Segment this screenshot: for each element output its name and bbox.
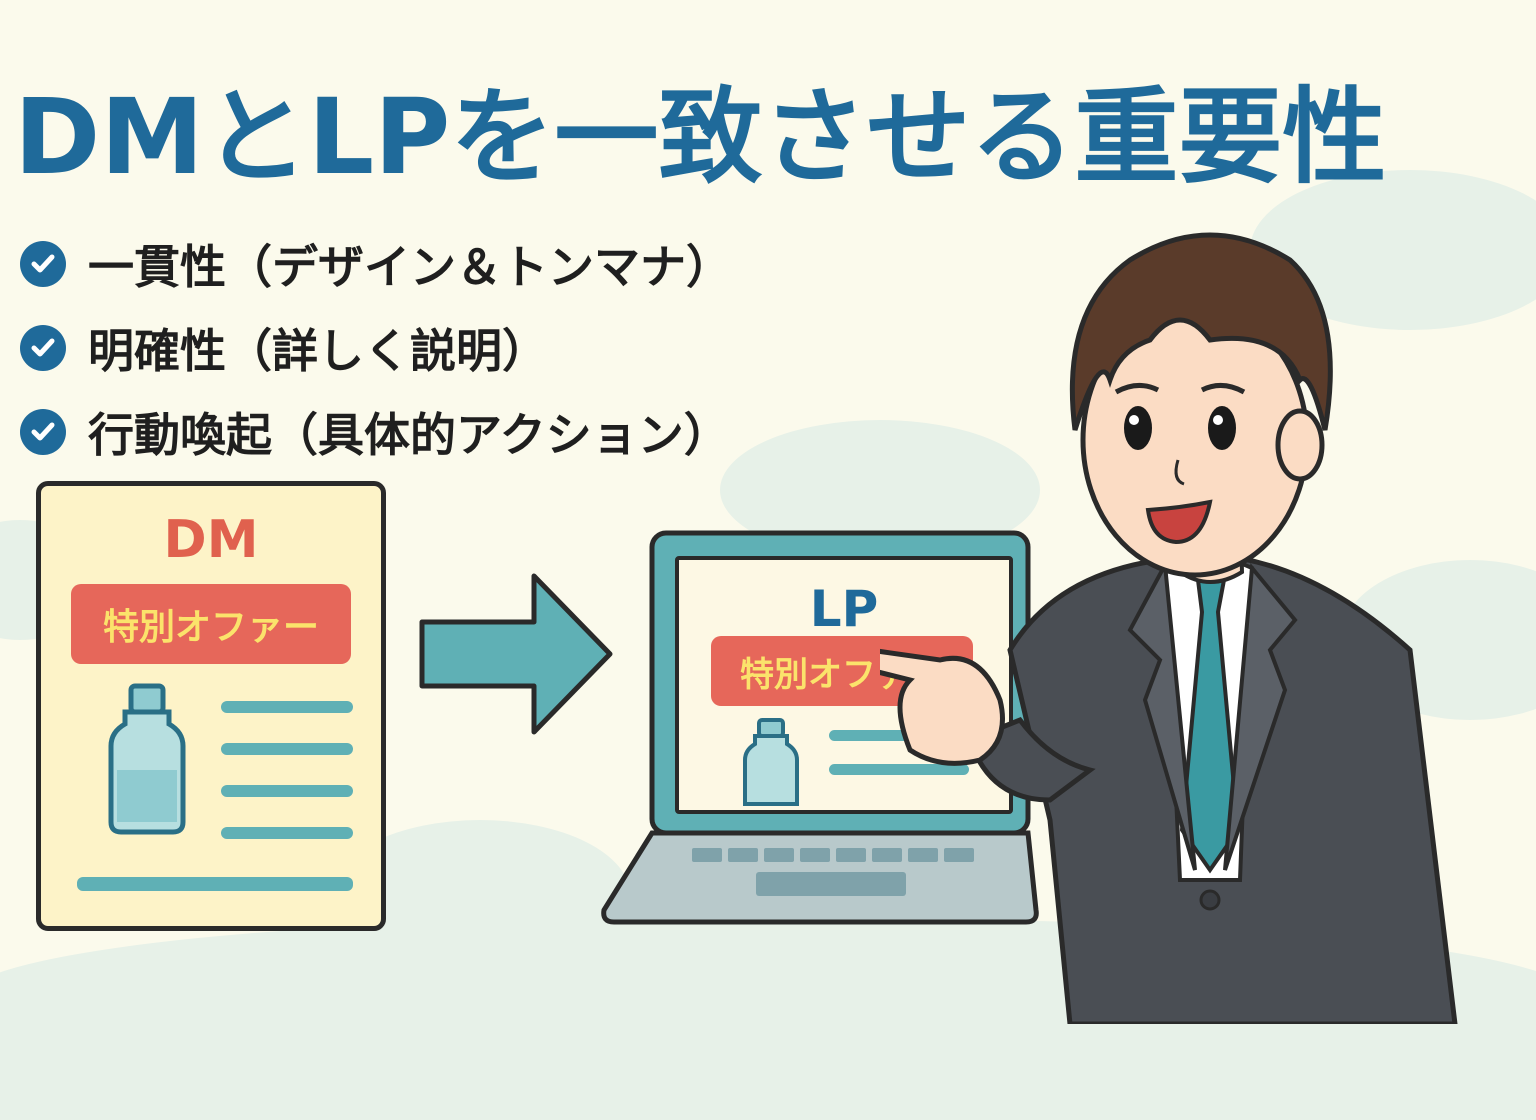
checklist-text: 一貫性（デザイン＆トンマナ） bbox=[88, 240, 732, 294]
text-line bbox=[221, 701, 353, 713]
bottle-icon bbox=[743, 718, 799, 806]
arrow-right-icon bbox=[419, 573, 613, 735]
text-line bbox=[221, 743, 353, 755]
checklist-item: 一貫性（デザイン＆トンマナ） bbox=[20, 222, 732, 306]
checklist-item: 明確性（詳しく説明） bbox=[20, 306, 732, 390]
dm-card: DM 特別オファー bbox=[36, 481, 386, 931]
check-circle-icon bbox=[20, 409, 66, 455]
checklist-text: 行動喚起（具体的アクション） bbox=[88, 408, 730, 462]
laptop-screen: LP 特別オファー bbox=[675, 556, 1013, 814]
page-title: DMとLPを一致させる重要性 bbox=[14, 76, 1387, 198]
checklist-item: 行動喚起（具体的アクション） bbox=[20, 390, 732, 474]
dm-title: DM bbox=[163, 510, 259, 570]
text-line bbox=[221, 785, 353, 797]
text-line bbox=[829, 764, 969, 775]
lp-title: LP bbox=[809, 580, 879, 638]
bottle-icon bbox=[108, 683, 186, 835]
check-circle-icon bbox=[20, 241, 66, 287]
check-circle-icon bbox=[20, 325, 66, 371]
text-line bbox=[221, 827, 353, 839]
dm-offer-badge: 特別オファー bbox=[71, 584, 351, 664]
text-line bbox=[77, 877, 353, 891]
businessman-pointing-illustration bbox=[880, 232, 1458, 1024]
text-line bbox=[829, 730, 969, 741]
checklist-text: 明確性（詳しく説明） bbox=[88, 324, 548, 378]
checklist: 一貫性（デザイン＆トンマナ） 明確性（詳しく説明） 行動喚起（具体的アクション） bbox=[20, 222, 732, 474]
